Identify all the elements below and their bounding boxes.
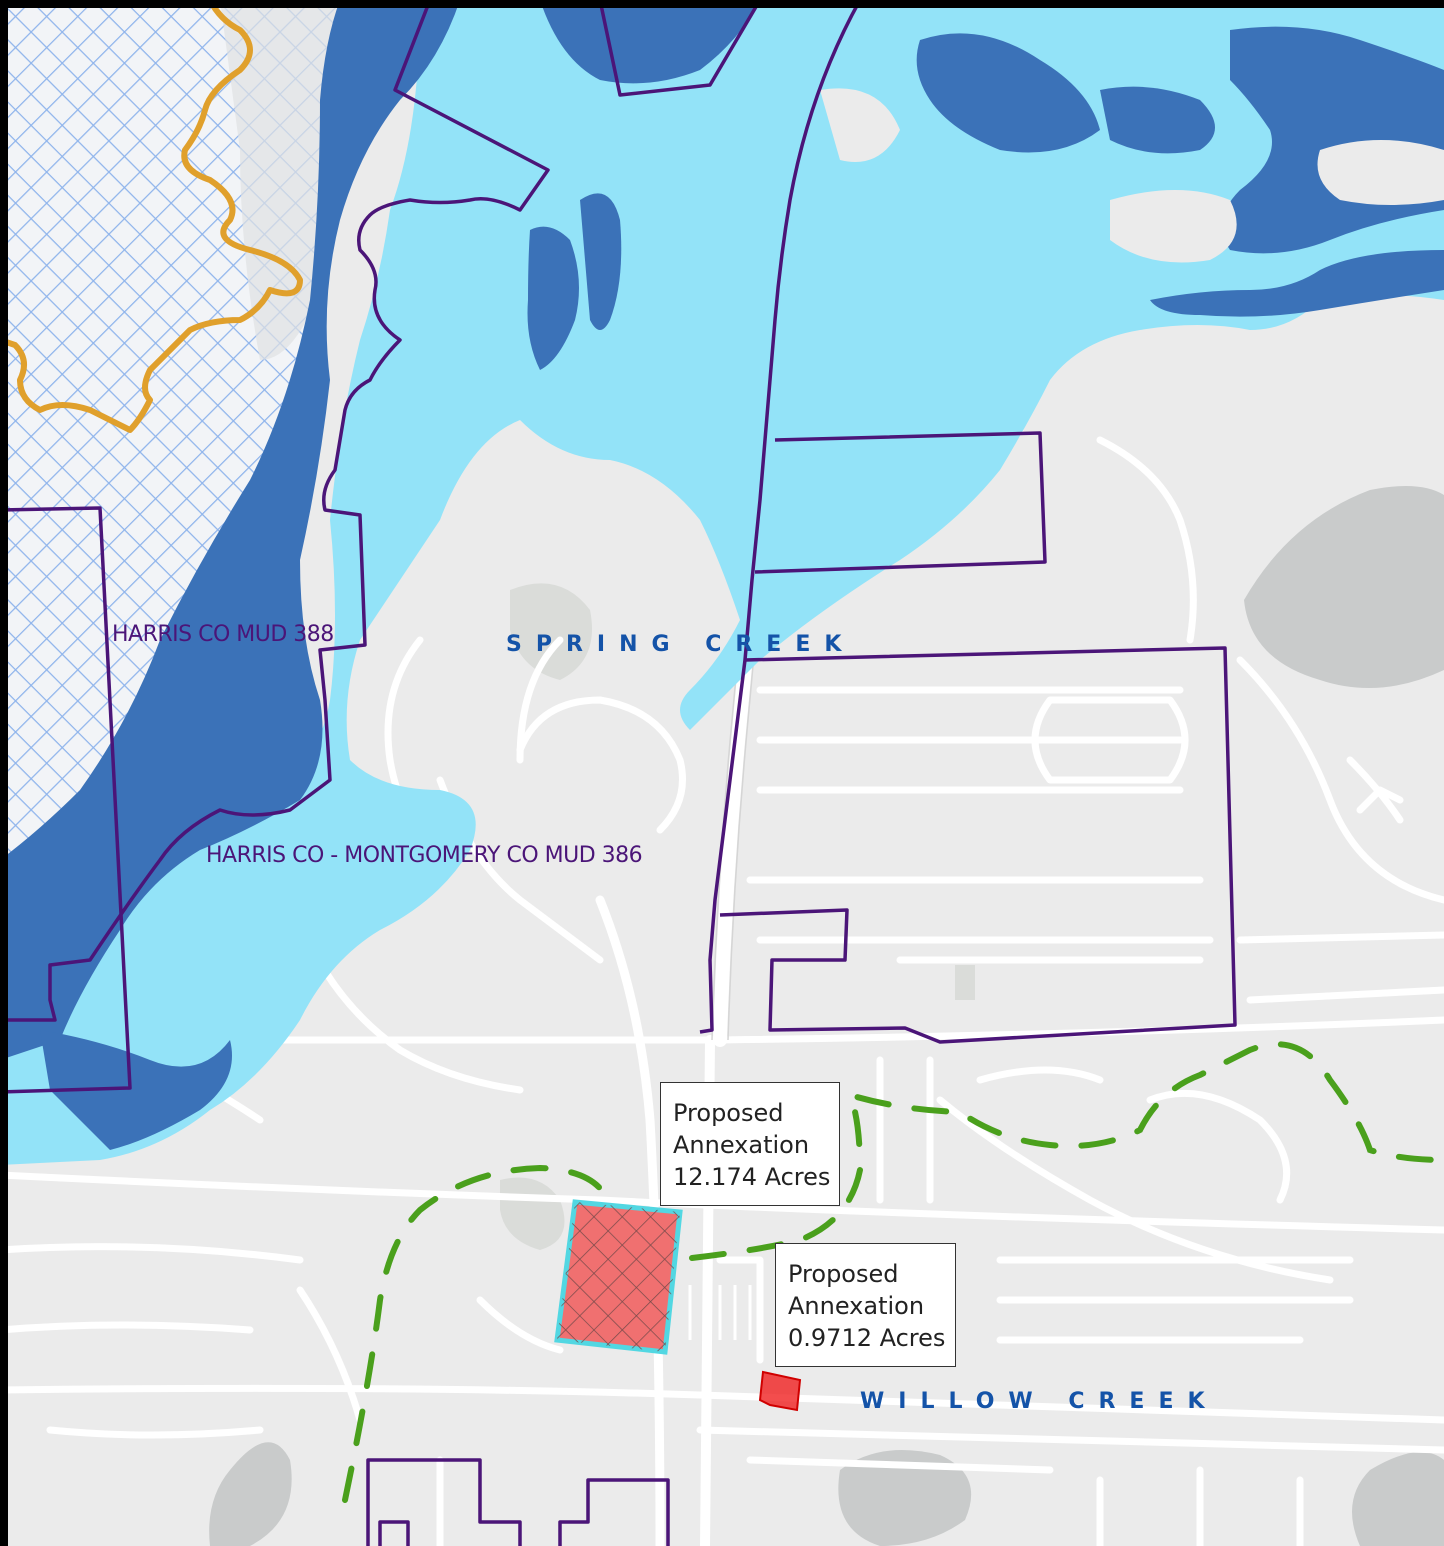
gray-areas [209, 486, 1444, 1546]
callout-line: Proposed [673, 1099, 784, 1127]
etj-dashed-line [342, 1041, 1444, 1503]
annexation-parcel-large[interactable] [554, 1199, 683, 1355]
annexation-callout-large: Proposed Annexation 12.174 Acres [660, 1082, 840, 1206]
callout-line: Annexation [788, 1292, 925, 1320]
waterway-label-willow-creek: WILLOW CREEK [860, 1389, 1219, 1414]
waterway-label-spring-creek: SPRING CREEK [506, 632, 856, 657]
annexation-parcel-small[interactable] [758, 1370, 802, 1412]
light-areas [820, 88, 1444, 263]
county-line [0, 0, 303, 433]
callout-acreage: 12.174 Acres [673, 1163, 831, 1191]
district-boundaries [0, 0, 1237, 1546]
callout-line: Annexation [673, 1131, 810, 1159]
floodplain-500yr [0, 0, 1444, 1165]
parking-lot [688, 1285, 752, 1340]
county-gray-strip [220, 0, 340, 360]
district-label-mud-386: HARRIS CO - MONTGOMERY CO MUD 386 [206, 843, 643, 868]
annexation-callout-small: Proposed Annexation 0.9712 Acres [775, 1243, 956, 1367]
district-label-mud-388: HARRIS CO MUD 388 [112, 622, 334, 647]
callout-line: Proposed [788, 1260, 899, 1288]
callout-acreage: 0.9712 Acres [788, 1324, 946, 1352]
